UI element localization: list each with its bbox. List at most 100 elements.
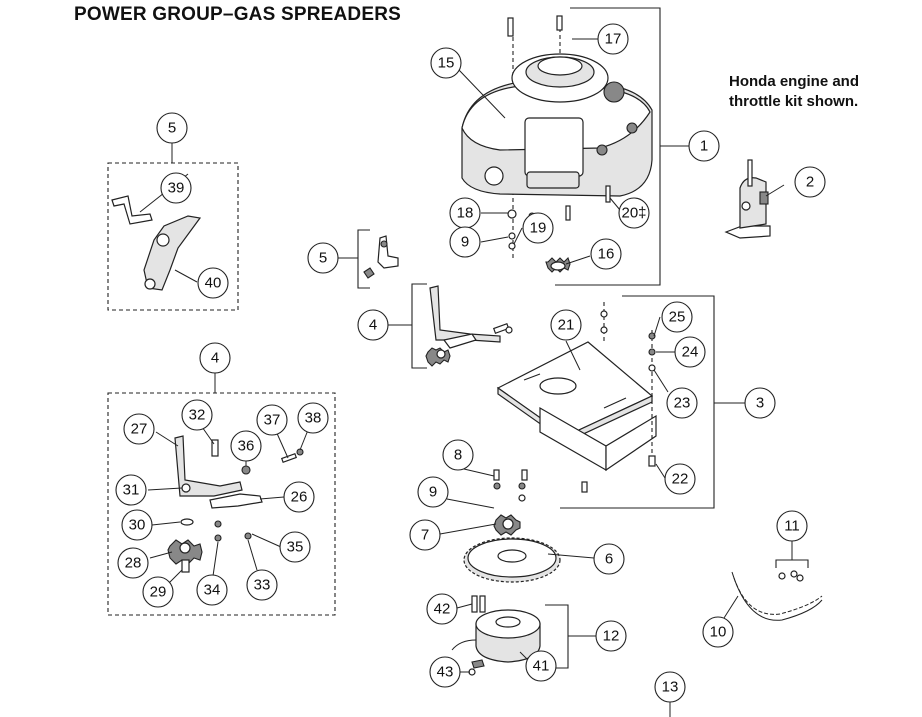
svg-text:17: 17 [605,31,622,48]
callout-19: 19 [522,212,554,244]
page-title: POWER GROUP–GAS SPREADERS [74,4,401,25]
mounting-plate-illustration [496,302,657,472]
callout-1: 1 [688,130,720,162]
callout-6: 6 [593,543,625,575]
svg-text:25: 25 [669,309,686,326]
callout-8: 8 [442,439,474,471]
plate-group-bracket [560,295,745,509]
callout-4-center: 4 [357,309,389,341]
throttle-bracket-illustration [363,235,399,279]
callout-41: 41 [525,650,557,682]
svg-text:11: 11 [784,518,800,535]
callout-24: 24 [674,336,706,368]
clutch-illustration [451,595,541,676]
svg-text:4: 4 [369,317,377,334]
hardware-kit-bracket [775,540,809,568]
svg-text:37: 37 [264,412,281,429]
svg-text:12: 12 [603,628,620,645]
svg-text:7: 7 [421,527,429,544]
callout-18: 18 [449,197,481,229]
pulley-arm-detail-illustration [167,435,304,573]
callout-29: 29 [142,576,174,608]
callout-3: 3 [744,387,776,419]
callout-15: 15 [430,47,462,79]
svg-text:43: 43 [437,664,454,681]
throttle-detail-illustration [111,195,202,291]
svg-text:15: 15 [438,55,455,72]
engine-note-line-1: Honda engine and [729,73,860,90]
engine-note: Honda engine and throttle kit shown. [729,72,859,112]
svg-text:30: 30 [129,517,146,534]
callout-7: 7 [409,519,441,551]
engine-group-bracket [555,7,690,286]
svg-text:8: 8 [454,447,462,464]
callout-33: 33 [246,569,278,601]
pulley-arm-detail-box [107,392,336,616]
svg-text:31: 31 [123,482,140,499]
callout-30: 30 [121,509,153,541]
svg-text:9: 9 [429,484,437,501]
svg-text:33: 33 [254,577,271,594]
callout-9-top: 9 [449,226,481,258]
svg-text:24: 24 [682,344,699,361]
callout-20: 20‡ [618,197,650,229]
svg-text:20‡: 20‡ [621,205,646,222]
svg-text:10: 10 [710,624,727,641]
svg-text:5: 5 [319,250,327,267]
svg-text:26: 26 [291,489,308,506]
svg-text:36: 36 [238,438,255,455]
svg-text:23: 23 [674,395,691,412]
callout-5-detail: 5 [156,112,188,144]
svg-text:9: 9 [461,234,469,251]
callout-16: 16 [590,238,622,270]
throttle-bracket-bracket [336,229,370,289]
svg-text:34: 34 [204,582,221,599]
svg-text:4: 4 [211,350,219,367]
svg-text:27: 27 [131,421,148,438]
svg-text:38: 38 [305,410,322,427]
callout-2: 2 [794,166,826,198]
svg-text:16: 16 [598,246,615,263]
svg-text:28: 28 [125,555,142,572]
svg-text:32: 32 [189,407,206,424]
callout-42: 42 [426,593,458,625]
throttle-detail-box [107,162,239,311]
svg-text:1: 1 [700,138,708,155]
callout-34: 34 [196,574,228,606]
engine-illustration [461,15,653,273]
callout-12: 12 [595,620,627,652]
callout-26: 26 [283,481,315,513]
callout-36: 36 [230,430,262,462]
pulley-arm-illustration [425,285,513,367]
svg-text:2: 2 [806,174,814,191]
callout-28: 28 [117,547,149,579]
svg-text:18: 18 [457,205,474,222]
sprocket-hardware-illustration [493,469,588,536]
callout-4-detail: 4 [199,342,231,374]
svg-text:40: 40 [205,275,222,292]
callout-5-center: 5 [307,242,339,274]
svg-text:41: 41 [533,658,550,675]
svg-text:13: 13 [662,679,679,696]
callout-25: 25 [661,301,693,333]
svg-text:39: 39 [168,180,185,197]
callout-32: 32 [181,399,213,431]
callout-31: 31 [115,474,147,506]
callout-13: 13 [654,671,686,703]
callout-23: 23 [666,387,698,419]
callout-40: 40 [197,267,229,299]
callout-11: 11 [776,510,808,542]
svg-text:19: 19 [530,220,547,237]
svg-text:5: 5 [168,120,176,137]
callout-10: 10 [702,616,734,648]
callout-17: 17 [597,23,629,55]
callout-39: 39 [160,172,192,204]
callout-22: 22 [664,463,696,495]
pulley-arm-bracket [385,283,427,369]
svg-text:3: 3 [756,395,764,412]
svg-text:42: 42 [434,601,451,618]
callout-38: 38 [297,402,329,434]
callout-35: 35 [279,531,311,563]
svg-text:6: 6 [605,551,613,568]
